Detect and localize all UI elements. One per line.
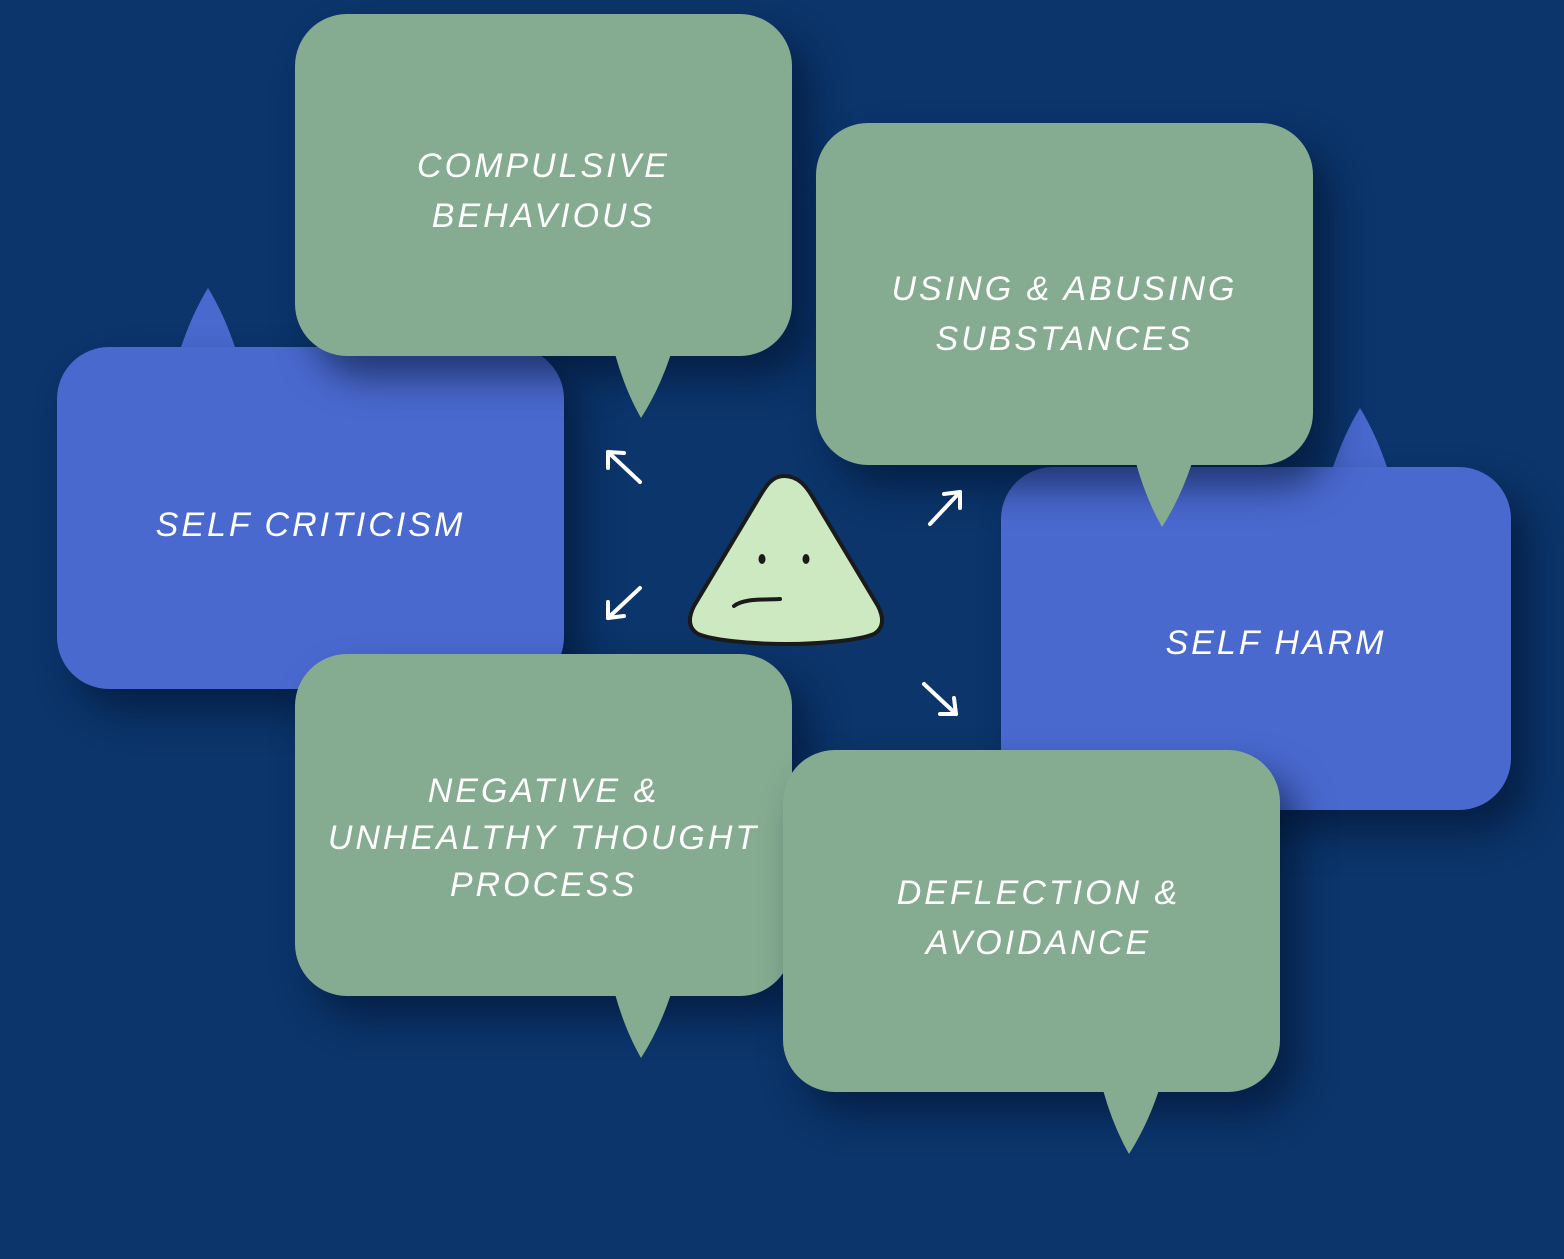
arrow-down-right-icon bbox=[922, 682, 958, 716]
arrow-down-left-icon bbox=[606, 586, 642, 620]
arrow-up-right-icon bbox=[928, 490, 962, 526]
bubble-using-abusing-substances-label: USING & ABUSING SUBSTANCES bbox=[891, 270, 1238, 358]
speech-tail bbox=[180, 288, 236, 350]
speech-tail bbox=[1332, 408, 1388, 470]
bubble-deflection-avoidance: DEFLECTION & AVOIDANCE bbox=[783, 750, 1280, 1092]
worried-triangle-face-icon bbox=[687, 474, 885, 646]
bubble-self-harm-label: SELF HARM bbox=[1165, 624, 1387, 662]
arrow-up-left-icon bbox=[606, 450, 642, 484]
bubble-self-criticism: SELF CRITICISM bbox=[57, 347, 564, 689]
bubble-deflection-avoidance-label: DEFLECTION & AVOIDANCE bbox=[896, 874, 1181, 962]
bubble-compulsive-behavious: COMPULSIVE BEHAVIOUS bbox=[295, 14, 792, 356]
bubble-negative-thought-process-label: NEGATIVE & UNHEALTHY THOUGHT PROCESS bbox=[327, 772, 760, 904]
bubble-using-abusing-substances: USING & ABUSING SUBSTANCES bbox=[816, 123, 1313, 465]
speech-tail bbox=[1136, 463, 1192, 527]
bubble-compulsive-behavious-label: COMPULSIVE BEHAVIOUS bbox=[417, 147, 670, 235]
speech-tail bbox=[615, 994, 671, 1058]
bubble-self-criticism-label: SELF CRITICISM bbox=[155, 506, 466, 544]
speech-tail bbox=[1103, 1090, 1159, 1154]
bubble-negative-thought-process: NEGATIVE & UNHEALTHY THOUGHT PROCESS bbox=[295, 654, 792, 996]
speech-tail bbox=[615, 354, 671, 418]
